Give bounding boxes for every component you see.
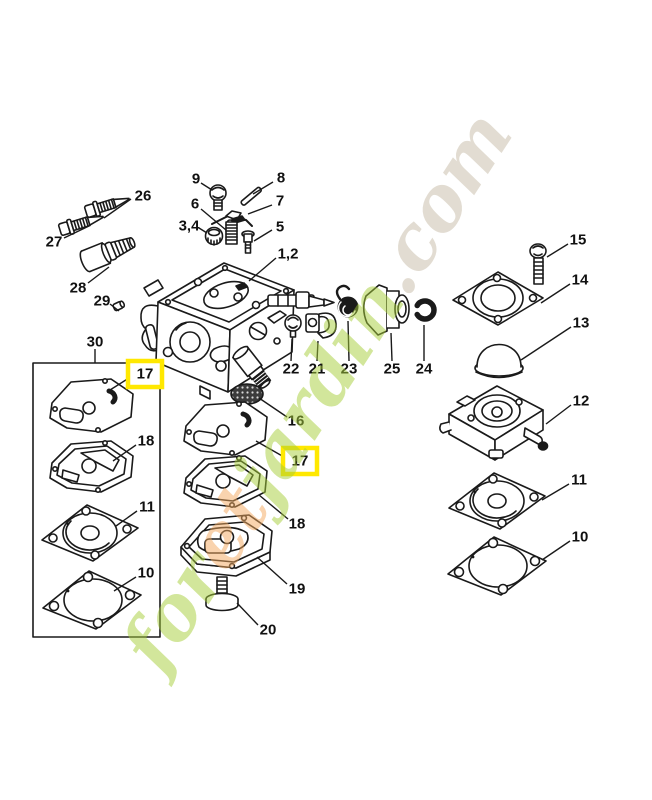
part-12-pump-body (439, 385, 549, 461)
leader-line-21 (316, 340, 319, 362)
part-28-plug (79, 237, 136, 273)
part-callout-7: 7 (276, 193, 284, 210)
leader-line-3,4 (198, 227, 208, 234)
leader-line-18 (258, 494, 289, 520)
leader-line-5 (253, 229, 273, 242)
leader-line-28 (87, 266, 110, 284)
callout-labels: 26 27 28 29 30 9 8 6 7 3,4 5 1,2 22 21 23 25 24 16 17 18 19 2… (46, 170, 590, 639)
part-29-plug-small (112, 300, 126, 312)
part-11-diaphragm-boxed (41, 504, 139, 562)
part-17-diaphragm-boxed (50, 379, 133, 432)
part-22-valve (284, 314, 302, 338)
part-19-end-cover (180, 514, 273, 577)
part-callout-26: 26 (135, 188, 152, 205)
part-18-gasket-boxed (49, 439, 134, 494)
part-callout-19: 19 (289, 581, 306, 598)
part-24-e-clip (414, 298, 437, 322)
part-25-choke-lever (362, 284, 410, 336)
leader-line-16 (258, 397, 288, 418)
leader-line-10 (541, 540, 571, 561)
part-callout-22: 22 (283, 361, 300, 378)
watermark: foretjardin.com (102, 96, 529, 690)
leader-line-11 (541, 483, 570, 501)
leader-line-12 (545, 404, 572, 425)
diagram-line-art (32, 184, 549, 638)
part-16-screen (230, 383, 264, 405)
part-callout-9: 9 (192, 171, 200, 188)
leader-line-23 (347, 320, 350, 362)
part-callout-28: 28 (70, 280, 87, 297)
leader-line-20 (236, 602, 259, 626)
part-8-pin (240, 186, 262, 206)
part-6-7-metering-lever (211, 210, 253, 245)
leader-line-1,2 (248, 257, 277, 282)
group-box-30 (32, 362, 161, 638)
leader-line-7 (247, 204, 273, 215)
part-15-pump-screw (529, 243, 547, 285)
part-callout-10: 10 (572, 529, 589, 546)
leader-line-14 (540, 283, 571, 304)
part-5-valve (241, 230, 255, 254)
part-callout-24: 24 (416, 361, 433, 378)
leader-line-13 (520, 326, 572, 361)
part-21-bracket (305, 312, 337, 339)
highlight-box-17 (125, 358, 165, 390)
part-callout-29: 29 (94, 293, 111, 310)
leader-line-10 (113, 576, 137, 592)
part-9-screw (209, 184, 227, 211)
leader-line-25 (390, 332, 393, 362)
part-1-2-carburetor-body (140, 262, 335, 400)
part-callout-20: 20 (260, 622, 277, 639)
part-callout-1,2: 1,2 (278, 246, 299, 263)
part-callout-15: 15 (570, 232, 587, 249)
part-callout-17: 17 (292, 453, 309, 470)
part-callout-17: 17 (137, 366, 154, 383)
leader-line-26 (103, 198, 132, 219)
leader-line-22 (290, 338, 293, 362)
part-11-diaphragm-right (448, 472, 546, 530)
part-callout-25: 25 (384, 361, 401, 378)
part-callout-30: 30 (87, 334, 104, 351)
leader-line-6 (200, 208, 227, 231)
part-callout-8: 8 (277, 170, 285, 187)
part-callout-14: 14 (572, 272, 589, 289)
part-callout-12: 12 (573, 393, 590, 410)
leader-line-29 (109, 303, 120, 312)
part-20-cover-screw (205, 576, 239, 612)
part-callout-13: 13 (573, 315, 590, 332)
leader-line-18 (112, 444, 137, 462)
part-callout-18: 18 (289, 516, 306, 533)
part-23-spring (335, 284, 359, 318)
part-13-primer-bulb (474, 343, 524, 379)
part-callout-16: 16 (288, 413, 305, 430)
part-callout-3,4: 3,4 (179, 218, 201, 235)
part-callout-5: 5 (276, 219, 284, 236)
part-14-pump-cover (452, 271, 544, 326)
part-callout-11: 11 (571, 472, 587, 489)
highlight-box-17 (280, 445, 320, 477)
leader-line-11 (115, 510, 138, 527)
part-3-4-plug (204, 226, 224, 246)
part-10-gasket-right (447, 536, 547, 596)
part-callout-11: 11 (139, 499, 155, 516)
part-callout-18: 18 (138, 433, 155, 450)
part-callout-21: 21 (309, 361, 326, 378)
part-callout-10: 10 (138, 565, 155, 582)
leader-line-19 (256, 556, 288, 585)
leader-line-27 (63, 225, 90, 239)
part-callout-6: 6 (191, 196, 199, 213)
leader-line-17 (255, 440, 285, 458)
leader-line-9 (200, 182, 213, 191)
leader-line-15 (546, 243, 569, 258)
leader-line-8 (252, 181, 274, 195)
part-callout-23: 23 (341, 361, 358, 378)
part-callout-27: 27 (46, 234, 63, 251)
